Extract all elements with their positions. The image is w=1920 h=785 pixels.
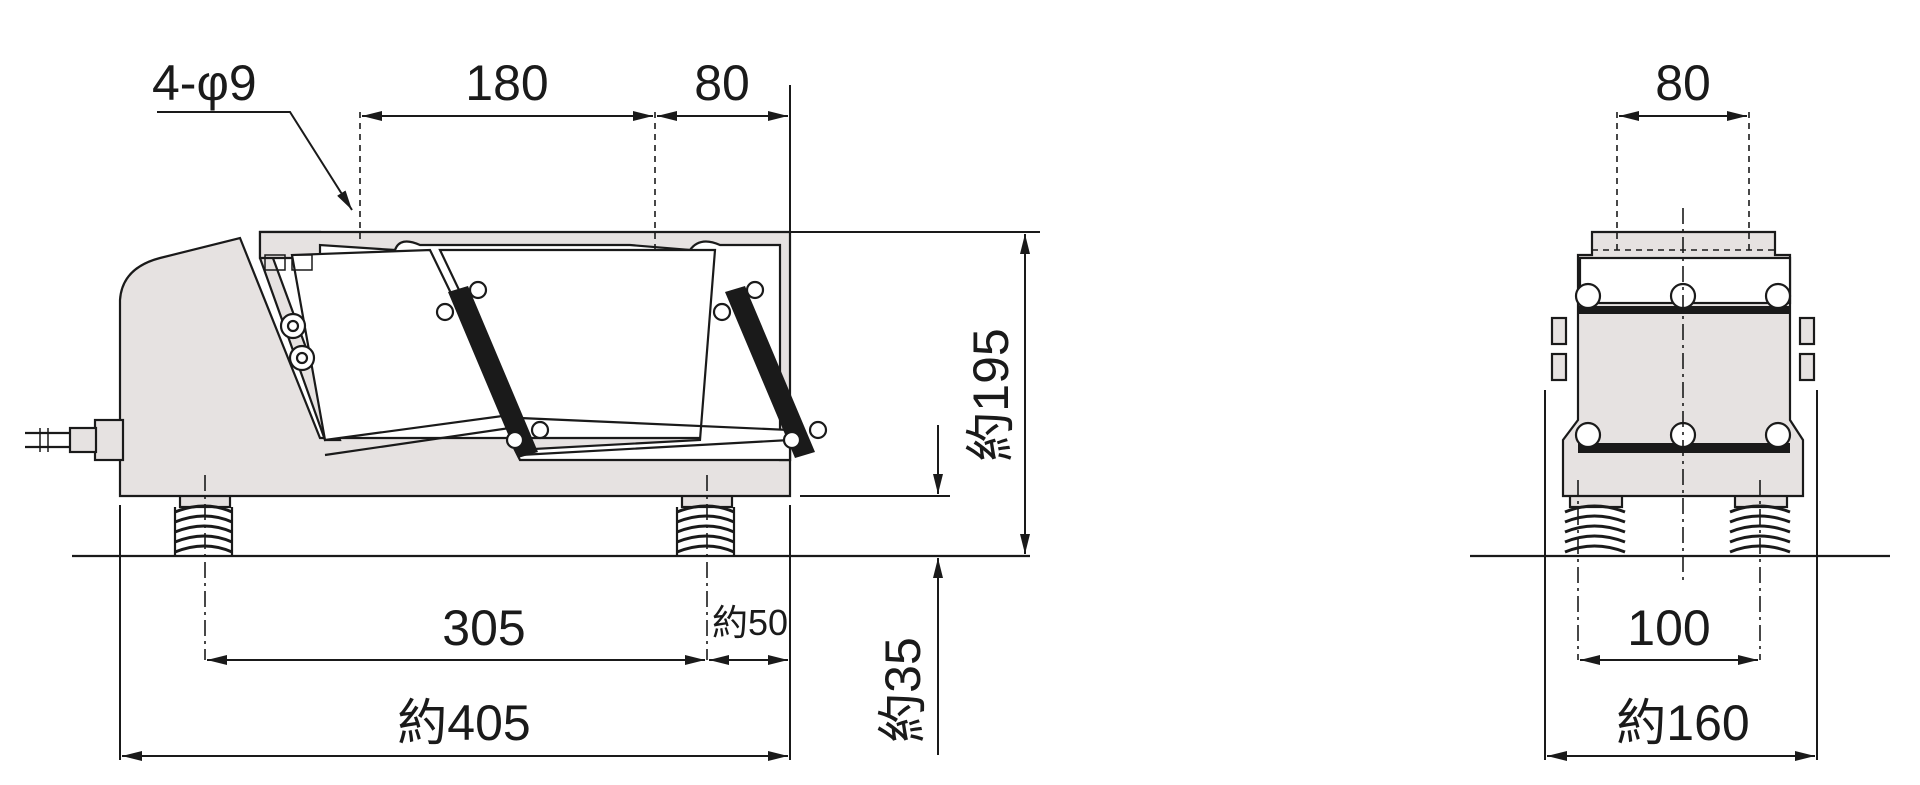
trough-bottom-edge [324, 426, 791, 457]
end-spring-left [1564, 493, 1626, 554]
end-dim-width-label: 約160 [1616, 695, 1749, 751]
end-view: 80 100 約160 [1470, 55, 1890, 761]
end-clamp-bolts [1574, 282, 1792, 449]
end-side-bolt-upper-right [1798, 316, 1816, 346]
dim-hole-pitch-label: 180 [465, 55, 548, 111]
side-view: 4-φ9 180 80 約195 約35 305 約50 約405 [25, 55, 1040, 761]
spring-left [173, 493, 234, 556]
rear-plate-slots [264, 254, 313, 271]
hole-callout-label: 4-φ9 [152, 55, 257, 111]
adjust-knob-lower [288, 344, 316, 372]
end-dim-hole-pitch-label: 80 [1655, 55, 1711, 111]
hole-callout-leader [157, 111, 353, 211]
dim-foot-offset-label: 約50 [712, 602, 788, 643]
cable-gland [25, 418, 125, 462]
dim-height-label: 約195 [963, 328, 1019, 461]
end-dim-foot-pitch-label: 100 [1627, 600, 1710, 656]
base-housing [118, 236, 792, 498]
end-side-bolt-lower-left [1550, 352, 1568, 382]
clamp-bar-left [435, 280, 550, 458]
dim-spring-height-label: 約35 [875, 637, 931, 743]
clamp-bar-right [712, 280, 828, 458]
trough-right [438, 248, 792, 462]
adjust-knob-upper [279, 312, 307, 340]
end-side-bolt-lower-right [1798, 352, 1816, 382]
dim-length-label: 約405 [397, 695, 530, 751]
end-clamp-bar-top [1578, 306, 1790, 314]
end-side-bolt-upper-left [1550, 316, 1568, 346]
dim-foot-pitch-label: 305 [442, 600, 525, 656]
dim-hole-to-edge-label: 80 [694, 55, 750, 111]
spring-right [675, 493, 736, 556]
